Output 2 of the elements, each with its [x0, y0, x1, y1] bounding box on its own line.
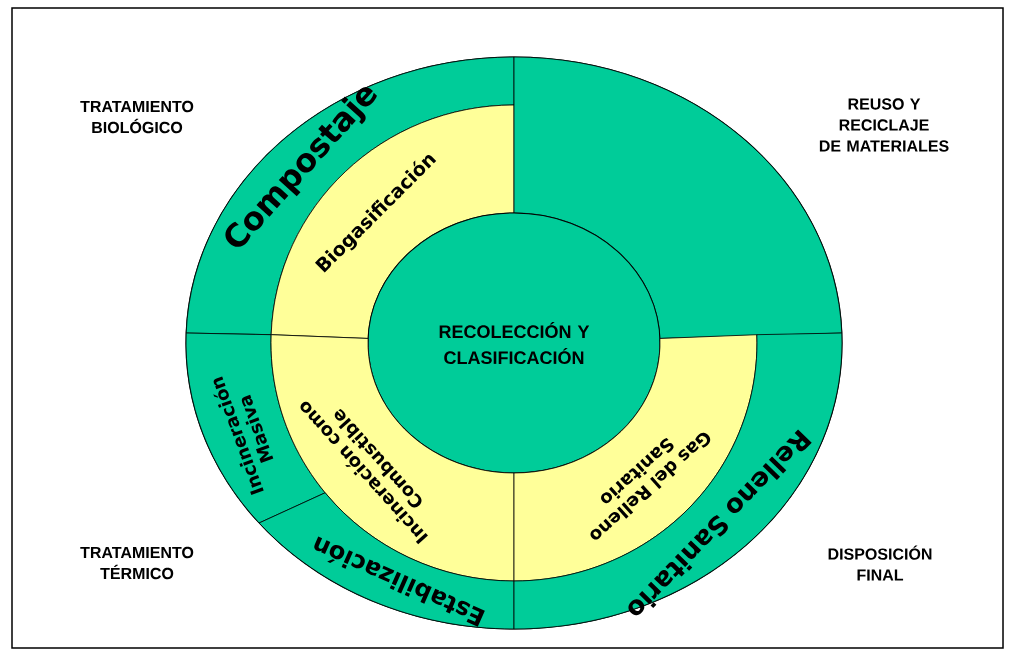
corner-label: TRATAMIENTO TÉRMICO [80, 546, 194, 580]
corner-label: REUSO Y RECICLAJE DE MATERIALES [819, 98, 949, 152]
